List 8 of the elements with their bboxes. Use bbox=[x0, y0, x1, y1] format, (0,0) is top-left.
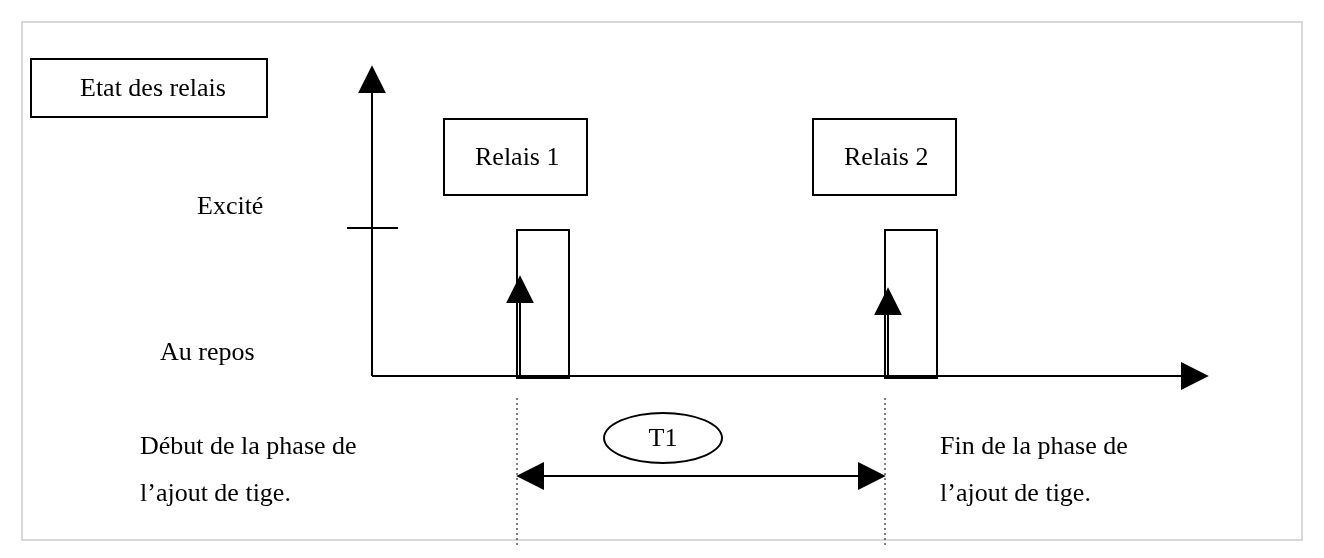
axis-title-box: Etat des relais bbox=[30, 58, 268, 118]
duration-ellipse: T1 bbox=[603, 412, 723, 464]
state-label: Excité bbox=[197, 190, 264, 222]
phase-note: Début de la phase de l’ajout de tige. bbox=[140, 430, 358, 509]
state-label: Au repos bbox=[160, 336, 255, 368]
relay-box: Relais 2 bbox=[812, 118, 957, 196]
phase-note: Fin de la phase de l’ajout de tige. bbox=[940, 430, 1129, 509]
relay-box: Relais 1 bbox=[443, 118, 588, 196]
